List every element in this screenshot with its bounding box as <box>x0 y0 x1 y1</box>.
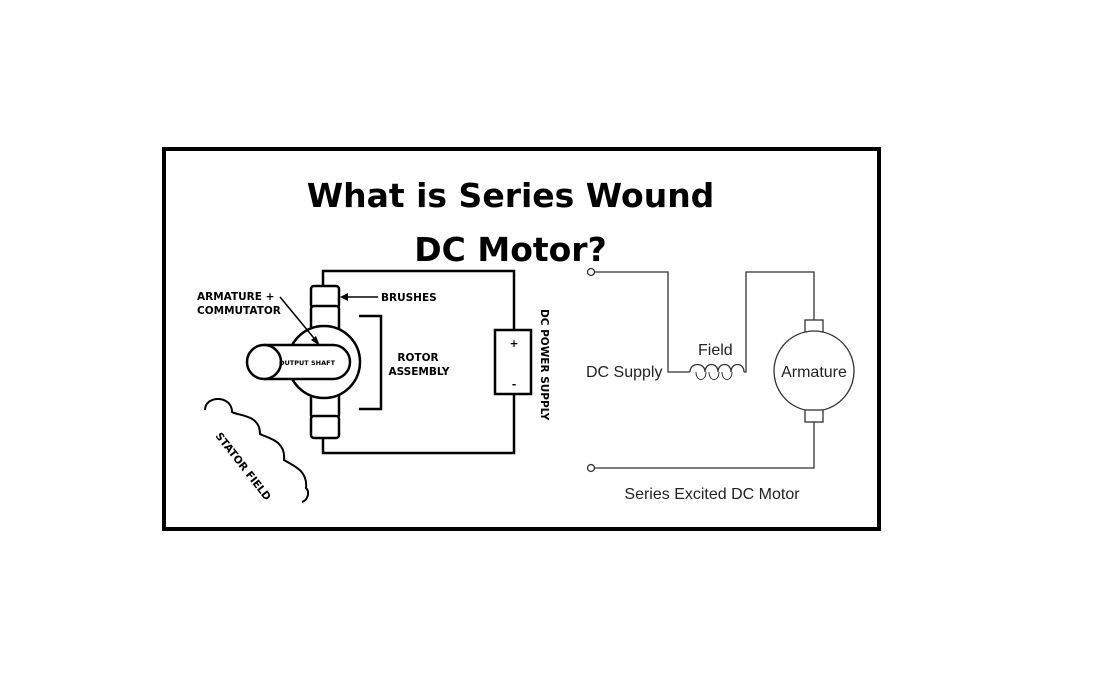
pointer-arrowheads <box>311 293 348 346</box>
output-shaft-end <box>245 343 283 381</box>
circuit-wire-to-armature <box>744 271 815 373</box>
supply-minus-sign: - <box>512 379 516 391</box>
armature-commutator-label-2: COMMUTATOR <box>197 305 281 317</box>
armature-arrowhead <box>311 336 320 346</box>
title-line-1: What is Series Wound <box>306 176 715 215</box>
power-circuit-wire <box>321 269 516 455</box>
circuit-wire-top <box>595 271 690 373</box>
field-coil-loops <box>695 371 733 380</box>
armature-label: Armature <box>781 364 847 381</box>
dc-motor-illustration <box>204 269 533 503</box>
stator-field-label: STATOR FIELD <box>213 430 274 503</box>
series-excited-caption: Series Excited DC Motor <box>624 486 800 503</box>
stator-field-coils <box>204 398 310 503</box>
diagram-frame: What is Series Wound DC Motor? <box>162 147 881 531</box>
field-coil <box>689 363 745 373</box>
output-shaft-label: OUTPUT SHAFT <box>279 359 336 367</box>
circuit-wire-bottom <box>595 422 815 469</box>
brushes-arrowhead <box>340 293 348 301</box>
brush-bottom <box>309 414 341 440</box>
rotor-assembly-label-2: ASSEMBLY <box>388 366 449 378</box>
output-shaft <box>264 343 352 381</box>
field-label: Field <box>698 342 733 359</box>
title-line-2: DC Motor? <box>414 230 607 269</box>
brush-top <box>309 284 341 310</box>
supply-terminal-top <box>586 267 596 277</box>
series-excited-circuit <box>586 267 855 473</box>
dc-power-supply-label: DC POWER SUPPLY <box>538 309 550 421</box>
armature-brush-top <box>804 319 824 333</box>
supply-plus-sign: + <box>510 338 519 350</box>
page-title: What is Series Wound DC Motor? <box>155 169 866 277</box>
armature-brush-bottom <box>804 409 824 423</box>
armature-commutator-label-1: ARMATURE + <box>197 291 274 303</box>
dc-supply-label: DC Supply <box>586 364 662 381</box>
brushes-label: BRUSHES <box>381 292 437 304</box>
rotor-assembly-label-1: ROTOR <box>397 352 438 364</box>
rotor-assembly-bracket <box>359 314 383 411</box>
dc-power-supply-box <box>493 328 533 396</box>
armature-pointer-line <box>279 296 319 344</box>
supply-terminal-bottom <box>586 463 596 473</box>
